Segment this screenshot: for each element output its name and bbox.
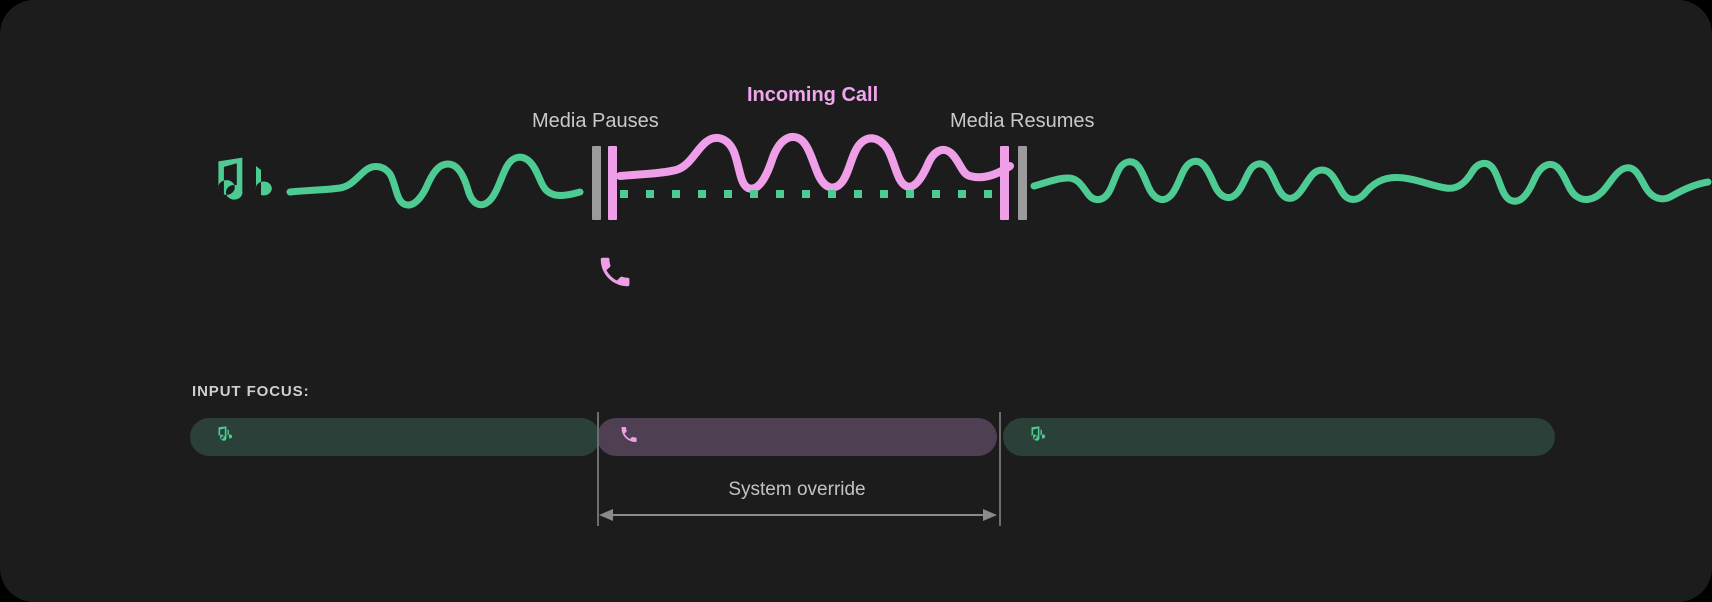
label-incoming-call: Incoming Call [747,84,879,106]
system-override-arrow [597,506,999,524]
resume-marker-pink [1000,146,1009,220]
input-focus-title: INPUT FOCUS: [192,383,310,400]
label-media-resumes: Media Resumes [950,110,1095,132]
focus-bar-media-before[interactable] [190,418,600,456]
phone-icon [619,425,639,450]
label-media-pauses: Media Pauses [532,110,659,132]
focus-bar-incoming-call[interactable] [597,418,997,456]
music-notes-icon [206,152,276,214]
override-guide-left [597,412,599,526]
waveform-media-before [286,153,584,209]
paused-media-dots [620,190,992,198]
system-override-label: System override [728,479,866,500]
pause-marker-pink [608,146,617,220]
phone-icon [596,250,634,294]
waveform-media-after [1030,157,1712,205]
resume-marker-gray [1018,146,1027,220]
pause-marker-gray [592,146,601,220]
focus-bar-media-after[interactable] [1003,418,1555,456]
waveform-incoming-call [616,133,1014,193]
music-notes-icon [212,426,234,449]
override-guide-right [999,412,1001,526]
music-notes-icon [1025,426,1047,449]
audio-waveform [0,120,1712,230]
